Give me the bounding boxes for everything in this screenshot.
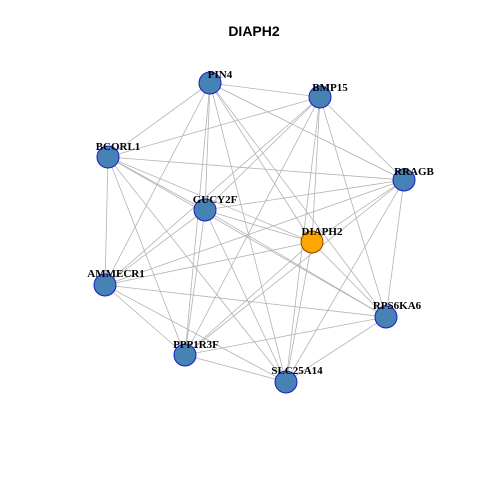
- edge-layer: [104, 82, 405, 383]
- node-circle[interactable]: [392, 168, 416, 192]
- node-label: AMMECR1: [87, 268, 144, 280]
- node-circle[interactable]: [173, 343, 197, 367]
- node-rragb[interactable]: RRAGB: [392, 166, 435, 192]
- edge-rps6ka6-ppp1r3f: [184, 316, 387, 356]
- edge-gucy2f-slc25a14: [204, 209, 287, 383]
- node-bmp15[interactable]: BMP15: [308, 82, 348, 109]
- edge-bcorl1-gucy2f: [107, 156, 206, 211]
- node-circle[interactable]: [198, 71, 222, 95]
- edge-diaph2-ammecr1: [104, 241, 313, 286]
- edge-diaph2-rps6ka6: [311, 241, 387, 318]
- edge-pin4-ppp1r3f: [184, 82, 211, 356]
- edge-bcorl1-diaph2: [107, 156, 313, 243]
- node-label: DIAPH2: [302, 226, 343, 238]
- node-label: RPS6KA6: [373, 300, 422, 312]
- node-circle[interactable]: [374, 305, 398, 329]
- edge-rragb-diaph2: [311, 179, 405, 243]
- edge-bmp15-ppp1r3f: [184, 96, 321, 356]
- edge-bmp15-bcorl1: [107, 96, 321, 158]
- edge-gucy2f-ppp1r3f: [184, 209, 206, 356]
- node-bcorl1[interactable]: BCORL1: [96, 141, 141, 169]
- edge-rragb-slc25a14: [285, 179, 405, 383]
- edge-bmp15-rps6ka6: [319, 96, 387, 318]
- edge-bcorl1-ppp1r3f: [107, 156, 186, 356]
- edge-gucy2f-diaph2: [204, 209, 313, 243]
- edge-bmp15-rragb: [319, 96, 405, 181]
- node-circle[interactable]: [93, 273, 117, 297]
- node-label: GUCY2F: [193, 194, 238, 206]
- edge-ammecr1-rps6ka6: [104, 284, 387, 318]
- node-label: PIN4: [208, 69, 233, 81]
- edge-bcorl1-ammecr1: [104, 156, 109, 286]
- node-label: SLC25A14: [271, 365, 323, 377]
- edge-pin4-bcorl1: [107, 82, 211, 158]
- node-diaph2[interactable]: DIAPH2: [300, 226, 343, 254]
- edge-pin4-rragb: [209, 82, 405, 181]
- node-pin4[interactable]: PIN4: [198, 69, 233, 95]
- edge-gucy2f-ammecr1: [104, 209, 206, 286]
- edge-bmp15-gucy2f: [204, 96, 321, 211]
- edge-rps6ka6-slc25a14: [285, 316, 387, 383]
- edge-rragb-ammecr1: [104, 179, 405, 286]
- edge-bmp15-ammecr1: [104, 96, 321, 286]
- edge-ammecr1-slc25a14: [104, 284, 287, 383]
- node-circle[interactable]: [308, 85, 332, 109]
- edge-ammecr1-ppp1r3f: [104, 284, 186, 356]
- edge-diaph2-slc25a14: [285, 241, 313, 383]
- node-label: PPP1R3F: [173, 339, 219, 351]
- graph-title: DIAPH2: [228, 23, 280, 39]
- edge-bmp15-diaph2: [311, 96, 321, 243]
- edge-ppp1r3f-slc25a14: [184, 354, 287, 383]
- node-ammecr1[interactable]: AMMECR1: [87, 268, 145, 297]
- node-label: RRAGB: [394, 166, 434, 178]
- edge-rragb-rps6ka6: [385, 179, 405, 318]
- edge-pin4-diaph2: [209, 82, 313, 243]
- node-rps6ka6[interactable]: RPS6KA6: [373, 300, 422, 329]
- edge-diaph2-ppp1r3f: [184, 241, 313, 356]
- node-gucy2f[interactable]: GUCY2F: [193, 194, 238, 222]
- edge-rragb-gucy2f: [204, 179, 405, 211]
- node-label: BCORL1: [96, 141, 141, 153]
- edge-pin4-gucy2f: [204, 82, 211, 211]
- node-ppp1r3f[interactable]: PPP1R3F: [173, 339, 219, 367]
- edge-rragb-ppp1r3f: [184, 179, 405, 356]
- edge-pin4-bmp15: [209, 82, 321, 98]
- node-label: BMP15: [312, 82, 348, 94]
- edge-bcorl1-rragb: [107, 156, 405, 181]
- edge-pin4-slc25a14: [209, 82, 287, 383]
- node-circle[interactable]: [96, 145, 120, 169]
- node-circle[interactable]: [300, 230, 324, 254]
- node-circle[interactable]: [274, 370, 298, 394]
- edge-bcorl1-rps6ka6: [107, 156, 387, 318]
- node-circle[interactable]: [193, 198, 217, 222]
- node-slc25a14[interactable]: SLC25A14: [271, 365, 323, 394]
- edge-gucy2f-rps6ka6: [204, 209, 387, 318]
- edge-pin4-rps6ka6: [209, 82, 387, 318]
